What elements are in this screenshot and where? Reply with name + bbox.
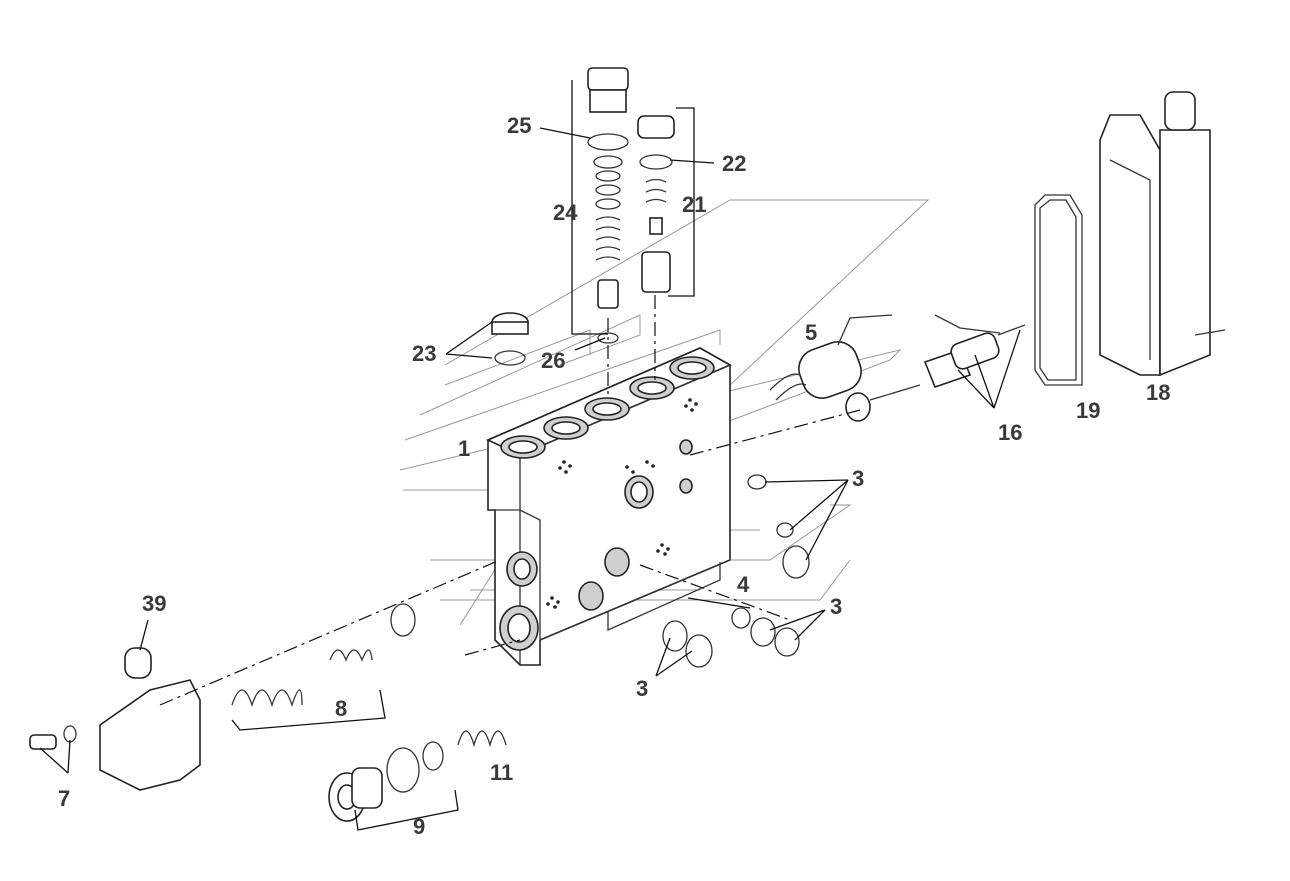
fitting-9	[328, 741, 444, 822]
solenoid-5	[769, 314, 893, 401]
centerlines	[159, 295, 861, 706]
relief-valve-stack	[587, 67, 629, 344]
check-valve-stack	[637, 115, 675, 293]
seals	[662, 474, 810, 668]
callout-3-lower-right: 3	[830, 594, 842, 619]
callout-3-bottom: 3	[636, 676, 648, 701]
callout-3-right: 3	[852, 466, 864, 491]
callout-25: 25	[507, 113, 531, 138]
callout-4: 4	[737, 572, 750, 597]
callout-24: 24	[553, 200, 578, 225]
callout-23: 23	[412, 341, 436, 366]
callout-5: 5	[805, 320, 817, 345]
end-cap-assembly	[29, 647, 201, 791]
gasket-19	[1034, 194, 1083, 386]
callout-1: 1	[458, 436, 470, 461]
callout-labels: 1 3 3 3 4 5 7 8 9 11 16 18 19 21 22 23 2…	[58, 113, 1170, 839]
sensor-16	[845, 314, 1026, 422]
callout-26: 26	[541, 348, 565, 373]
callout-8: 8	[335, 696, 347, 721]
callout-11: 11	[490, 760, 513, 785]
callout-16: 16	[998, 420, 1022, 445]
callout-19: 19	[1076, 398, 1100, 423]
leader-lines	[39, 80, 1021, 831]
callout-18: 18	[1146, 380, 1170, 405]
callout-22: 22	[722, 151, 746, 176]
housing-18	[1099, 91, 1226, 377]
spring-11	[457, 730, 507, 748]
callout-39: 39	[142, 591, 166, 616]
springs-8	[231, 603, 416, 708]
callout-9: 9	[413, 814, 425, 839]
plug-23	[491, 312, 529, 366]
valve-block	[486, 347, 732, 666]
callout-21: 21	[682, 192, 706, 217]
callout-7: 7	[58, 786, 70, 811]
